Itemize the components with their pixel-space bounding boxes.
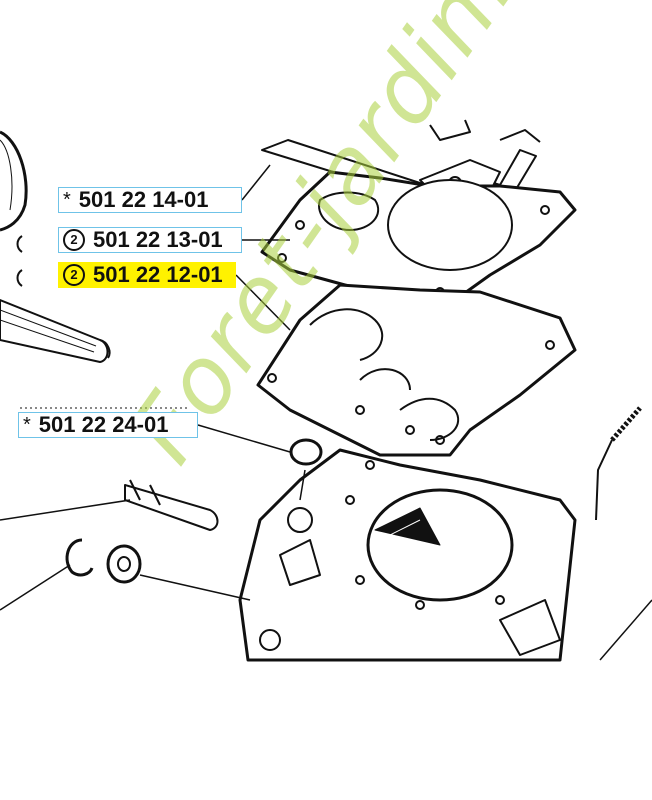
spring-part <box>595 406 642 521</box>
leader-lines <box>0 164 652 661</box>
washer-part <box>106 544 142 584</box>
asterisk-marker: * <box>23 413 31 436</box>
metering-diaphragm-part <box>256 283 577 457</box>
throttle-shaft-part <box>0 299 111 363</box>
primer-bulb-part <box>0 130 28 232</box>
part-label-metering-diaphragm-highlighted[interactable]: 2 501 22 12-01 <box>58 262 236 288</box>
part-label-pump-gasket[interactable]: * 501 22 14-01 <box>58 187 242 213</box>
asterisk-marker: * <box>63 188 71 211</box>
part-number: 501 22 24-01 <box>38 412 169 437</box>
pump-gasket-part <box>260 170 577 302</box>
small-ring-part <box>289 438 323 466</box>
part-label-pump-diaphragm[interactable]: 2 501 22 13-01 <box>58 227 242 253</box>
part-number: 501 22 14-01 <box>78 187 209 212</box>
circled-number-marker: 2 <box>63 229 85 251</box>
part-number: 501 22 12-01 <box>93 262 223 287</box>
part-label-valve-seat[interactable]: * 501 22 24-01 <box>18 412 198 438</box>
circled-number-marker: 2 <box>63 264 85 286</box>
clip-part <box>16 235 23 253</box>
fitting-part <box>124 479 219 531</box>
carburetor-body-part <box>238 448 577 662</box>
part-number: 501 22 13-01 <box>93 227 223 252</box>
e-clip-part <box>65 538 94 577</box>
